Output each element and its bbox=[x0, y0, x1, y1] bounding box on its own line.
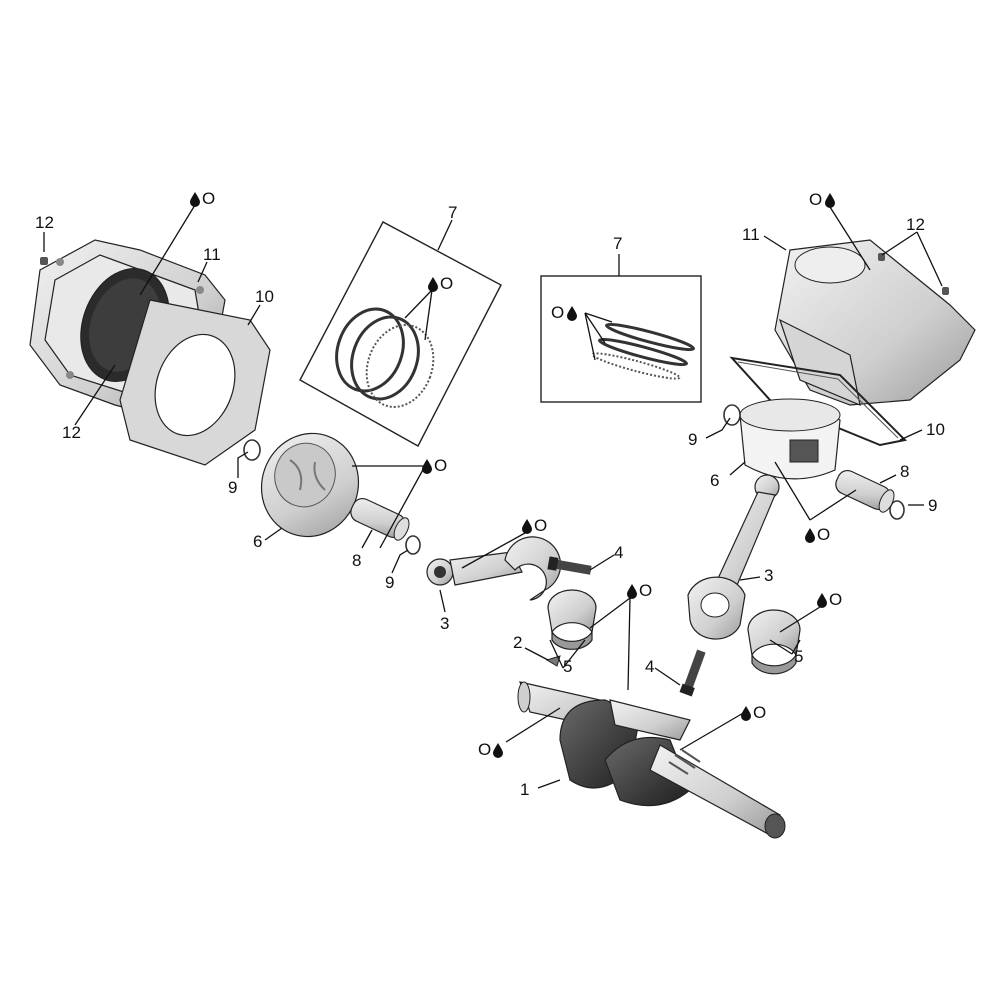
callout-2: 2 bbox=[513, 633, 522, 652]
svg-text:O: O bbox=[434, 456, 447, 475]
callout-9-right-b: 9 bbox=[928, 496, 937, 515]
svg-text:O: O bbox=[478, 740, 491, 759]
crank-key bbox=[545, 655, 561, 667]
oil-symbol-crank-left: O bbox=[478, 740, 503, 759]
oil-drop-icon bbox=[428, 277, 438, 292]
oil-drop-icon bbox=[741, 706, 751, 721]
oil-symbol-right-cylinder: O bbox=[809, 190, 835, 209]
callout-9-left-b: 9 bbox=[385, 573, 394, 592]
callout-4-left: 4 bbox=[614, 543, 623, 562]
oil-drop-icon bbox=[825, 193, 835, 208]
left-circlip-b bbox=[405, 535, 421, 555]
callout-5-right: 5 bbox=[794, 647, 803, 666]
left-rod-bearing bbox=[547, 589, 597, 650]
piston-ring-set-box-left bbox=[299, 221, 502, 447]
oil-drop-icon bbox=[567, 306, 577, 321]
svg-text:O: O bbox=[440, 274, 453, 293]
svg-text:O: O bbox=[817, 525, 830, 544]
callout-12-left-top: 12 bbox=[35, 213, 54, 232]
callout-9-left-a: 9 bbox=[228, 478, 237, 497]
piston-ring-set-box-right bbox=[540, 275, 702, 403]
callout-4-right: 4 bbox=[645, 657, 654, 676]
right-circlip-b bbox=[889, 500, 905, 520]
left-piston-pin bbox=[350, 497, 410, 541]
oil-symbol-left-cylinder: O bbox=[190, 189, 215, 208]
callout-8-right: 8 bbox=[900, 462, 909, 481]
oil-drop-icon bbox=[522, 519, 532, 534]
svg-text:O: O bbox=[829, 590, 842, 609]
callout-9-right-a: 9 bbox=[688, 430, 697, 449]
svg-text:O: O bbox=[809, 190, 822, 209]
right-rod-bearing bbox=[747, 609, 801, 675]
svg-text:O: O bbox=[534, 516, 547, 535]
callout-7-right: 7 bbox=[613, 234, 622, 253]
leader-lines bbox=[43, 204, 943, 789]
oil-symbols: O O O O O O O O O bbox=[190, 189, 842, 759]
callout-1: 1 bbox=[520, 780, 529, 799]
left-cylinder-gasket bbox=[119, 299, 271, 466]
callout-5-left: 5 bbox=[563, 657, 572, 676]
crankshaft bbox=[517, 681, 786, 839]
left-dowel-pin bbox=[40, 257, 48, 265]
oil-drop-icon bbox=[817, 593, 827, 608]
oil-symbol-crank-right: O bbox=[741, 703, 766, 722]
callout-labels: 12 11 10 12 9 6 8 9 7 3 4 2 5 1 4 7 11 1… bbox=[35, 203, 945, 799]
svg-text:O: O bbox=[202, 189, 215, 208]
oil-drop-icon bbox=[190, 192, 200, 207]
oil-symbol-right-piston: O bbox=[805, 525, 830, 544]
left-rod-bolt bbox=[547, 556, 592, 575]
oil-symbol-left-piston: O bbox=[422, 456, 447, 475]
callout-10-left: 10 bbox=[255, 287, 274, 306]
callout-3-left: 3 bbox=[440, 614, 449, 633]
callout-12-right: 12 bbox=[906, 215, 925, 234]
right-piston-pin bbox=[835, 469, 895, 513]
right-circlip-a bbox=[723, 404, 741, 426]
callout-12-left-bottom: 12 bbox=[62, 423, 81, 442]
svg-text:O: O bbox=[551, 303, 564, 322]
right-rod-bolt bbox=[679, 649, 706, 697]
right-dowel-pin-a bbox=[878, 253, 885, 261]
right-cylinder-gasket bbox=[729, 356, 908, 447]
callout-6-right: 6 bbox=[710, 471, 719, 490]
svg-text:O: O bbox=[639, 581, 652, 600]
left-piston bbox=[260, 432, 360, 538]
oil-symbol-right-rings: O bbox=[551, 303, 577, 322]
callout-6-left: 6 bbox=[253, 532, 262, 551]
oil-symbol-center-bearing: O bbox=[627, 581, 652, 600]
oil-drop-icon bbox=[493, 743, 503, 758]
oil-drop-icon bbox=[805, 528, 815, 543]
svg-text:O: O bbox=[753, 703, 766, 722]
oil-drop-icon bbox=[627, 584, 637, 599]
callout-3-right: 3 bbox=[764, 566, 773, 585]
oil-drop-icon bbox=[422, 459, 432, 474]
right-dowel-pin-b bbox=[942, 287, 949, 295]
right-cylinder bbox=[774, 239, 976, 406]
callout-8-left: 8 bbox=[352, 551, 361, 570]
right-piston bbox=[739, 398, 841, 480]
right-connecting-rod bbox=[687, 474, 780, 640]
callout-7-left: 7 bbox=[448, 203, 457, 222]
left-circlip-a bbox=[243, 439, 261, 461]
left-connecting-rod bbox=[426, 536, 562, 601]
callout-10-right: 10 bbox=[926, 420, 945, 439]
callout-11-right: 11 bbox=[742, 225, 760, 244]
oil-symbol-left-rings: O bbox=[428, 274, 453, 293]
oil-symbol-left-rod: O bbox=[522, 516, 547, 535]
oil-symbol-right-bearing: O bbox=[817, 590, 842, 609]
callout-11-left: 11 bbox=[203, 245, 221, 264]
